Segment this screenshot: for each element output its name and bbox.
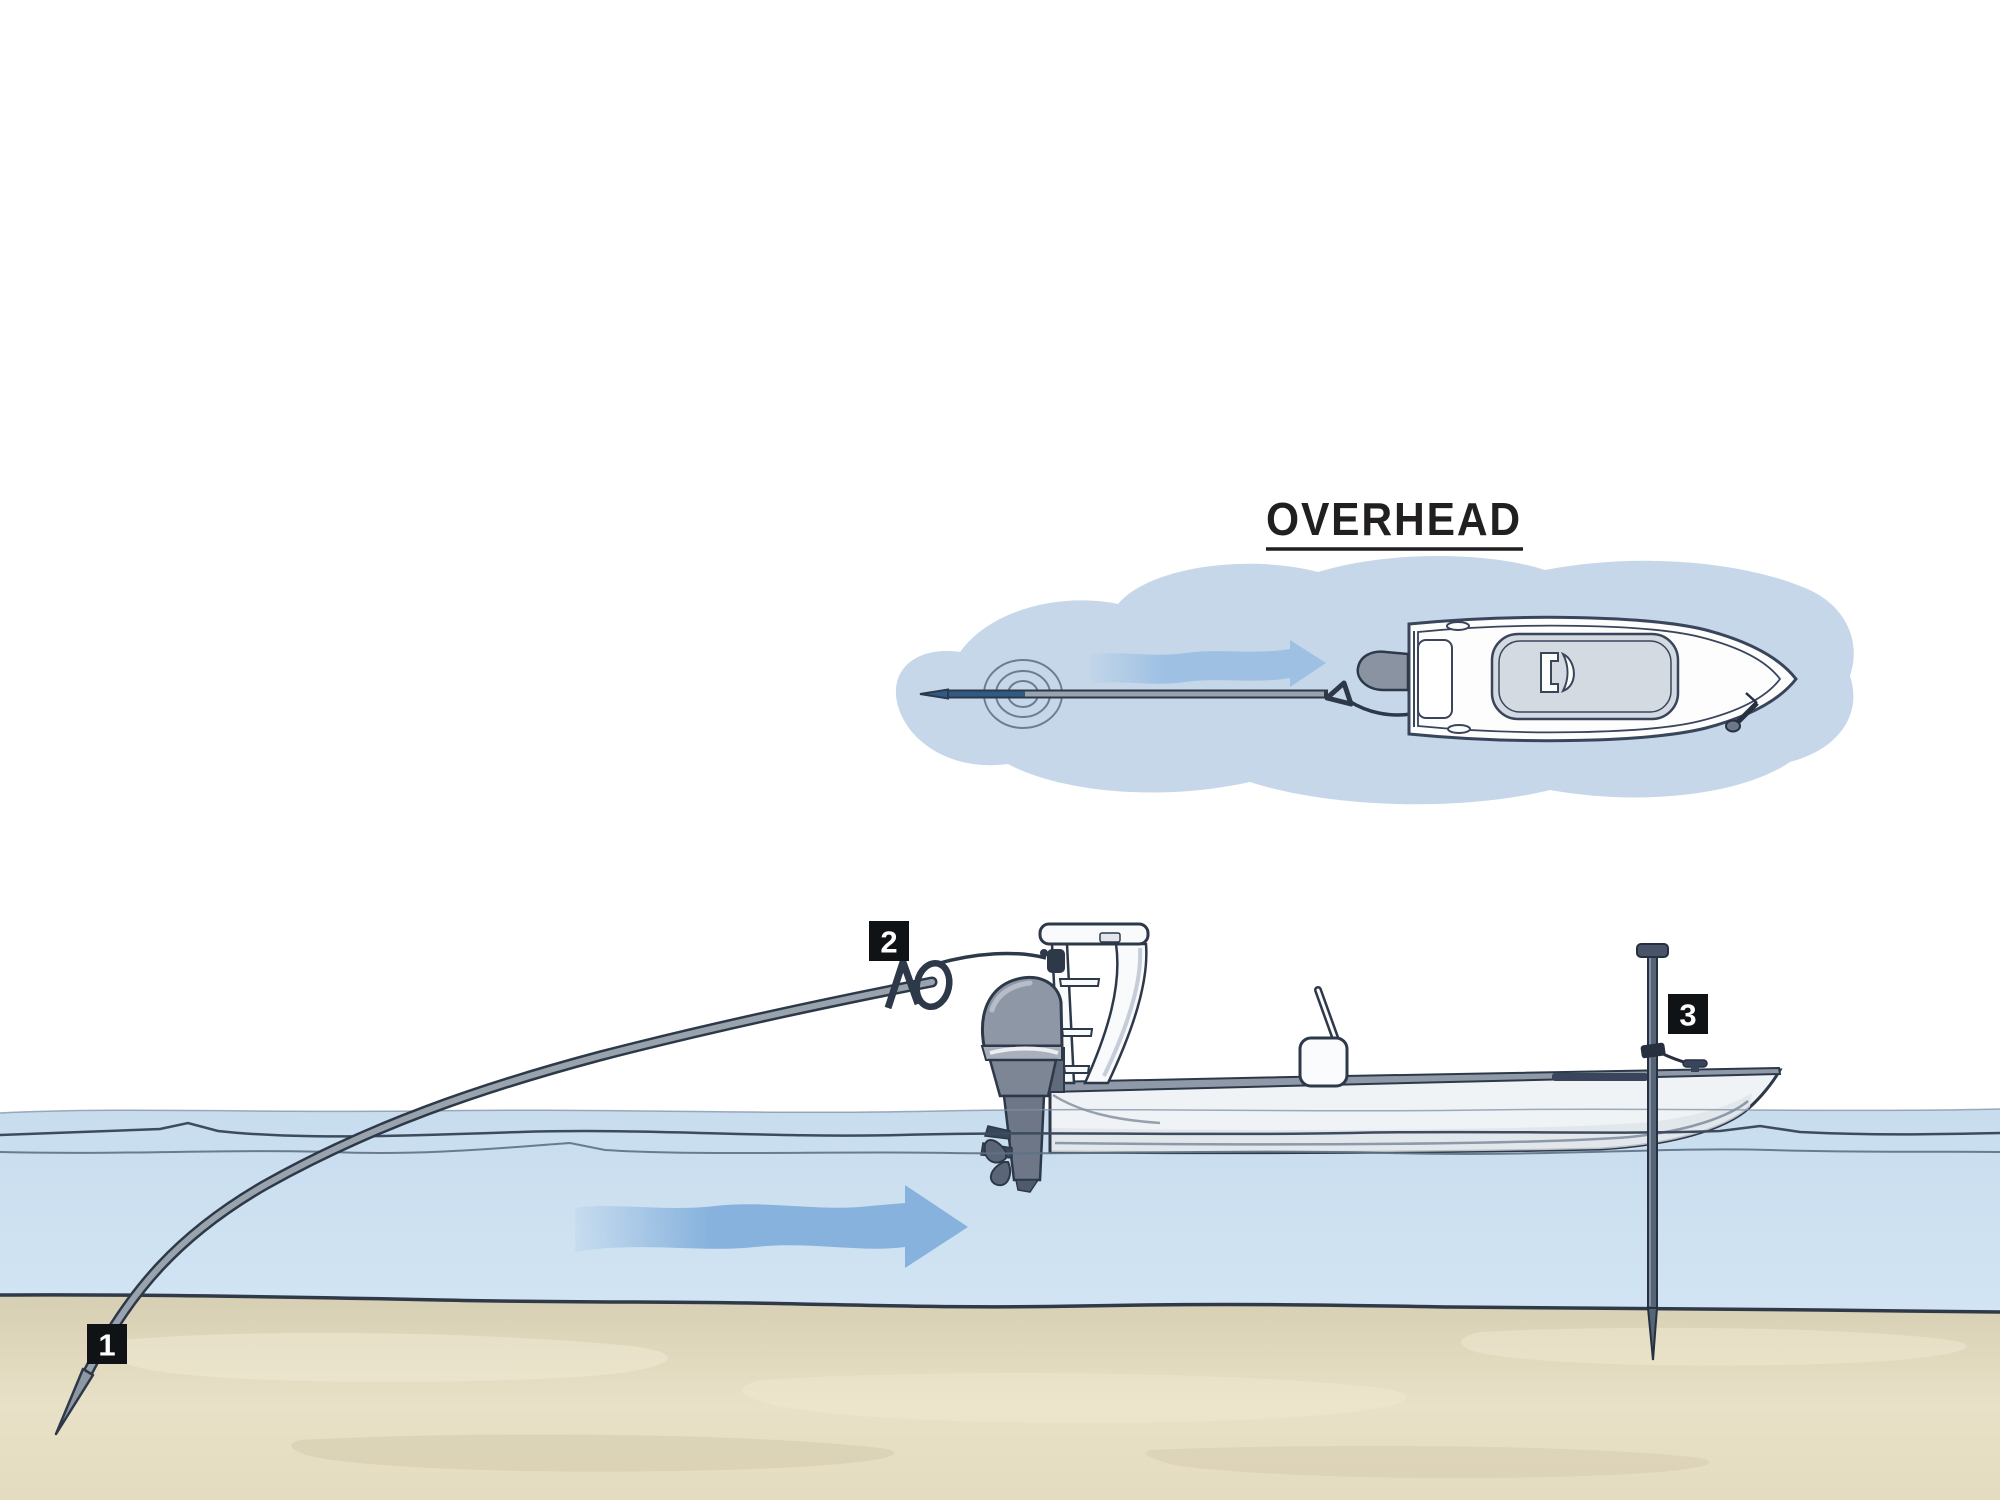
overhead-pole (919, 680, 1412, 717)
poling-platform (1038, 922, 1150, 1085)
cockpit-inner-line (1498, 640, 1672, 713)
overhead-title: OVERHEAD (1266, 493, 1522, 545)
propeller-blade (989, 1161, 1012, 1187)
outboard-motor (980, 975, 1065, 1193)
platform-rung (1058, 978, 1101, 987)
console-box (1298, 1036, 1349, 1088)
callout-number: 2 (880, 925, 897, 960)
sand-line (0, 1293, 2000, 1314)
bow-pin-cap (1725, 719, 1741, 733)
pole-core (85, 979, 935, 1375)
callout-number: 3 (1679, 998, 1696, 1033)
motor-cowling (981, 975, 1064, 1048)
inner-gunwale (1417, 624, 1782, 734)
overhead-view: OVERHEAD (895, 493, 1854, 805)
callout-box (1668, 994, 1708, 1034)
callout-box (869, 921, 909, 961)
sand-streaks (102, 1327, 1967, 1479)
callout-2: 2 (869, 921, 909, 961)
deck-cleat (1446, 621, 1470, 631)
splashwell-line (1052, 1093, 1161, 1125)
push-pole (54, 949, 1065, 1436)
deck-cleat (1447, 724, 1471, 734)
pole-tip (54, 1367, 95, 1436)
platform-rung (1060, 1028, 1094, 1037)
callout-1: 1 (87, 1324, 127, 1364)
rope-knot-nub (1040, 949, 1048, 957)
wave-line-main (0, 1121, 2000, 1138)
pole-clip (884, 958, 922, 1010)
pin-cap (1636, 943, 1669, 958)
hull-chine-line (1054, 1100, 1749, 1146)
seam-highlight (989, 1046, 1059, 1055)
pin-point (1646, 1307, 1659, 1361)
platform-top-detail (1099, 932, 1121, 943)
platform-top (1038, 922, 1150, 946)
stakeout-pin (1636, 943, 1708, 1361)
bow-cleat (1682, 1059, 1708, 1068)
current-arrow-icon (575, 1185, 968, 1268)
cowling-highlight (989, 980, 1033, 1013)
platform-rear-leg (1083, 942, 1148, 1085)
platform-rung (1062, 1065, 1091, 1074)
cockpit (1490, 632, 1680, 721)
splashwell (1417, 639, 1453, 719)
pole-clip (1324, 680, 1354, 707)
skeg (1015, 1179, 1040, 1193)
side-view (0, 922, 2000, 1500)
console-bar (1540, 652, 1559, 693)
current-arrow-icon (1090, 640, 1326, 687)
pin-lashing (1640, 1042, 1666, 1059)
console-lens (1560, 651, 1575, 693)
pole-point (919, 688, 949, 700)
rope-knot (1047, 949, 1065, 973)
bow-pin (1735, 701, 1759, 725)
bow-cleat-base (1691, 1066, 1699, 1072)
motor-mid (988, 1058, 1058, 1098)
callout-3: 3 (1668, 994, 1708, 1034)
callout-number: 1 (98, 1328, 115, 1363)
foredeck-hatch (1552, 1073, 1648, 1081)
pole-tether-rope (935, 951, 1047, 966)
platform-leg-shade (1102, 947, 1143, 1077)
callout-box (87, 1324, 127, 1364)
motor-top (1356, 650, 1410, 692)
propeller-blade (983, 1139, 1007, 1164)
grab-bar-core (1316, 988, 1338, 1042)
overhead-boat (1356, 615, 1798, 743)
hull-below-waterline (1050, 1093, 1752, 1153)
pole-rope (1348, 699, 1412, 717)
